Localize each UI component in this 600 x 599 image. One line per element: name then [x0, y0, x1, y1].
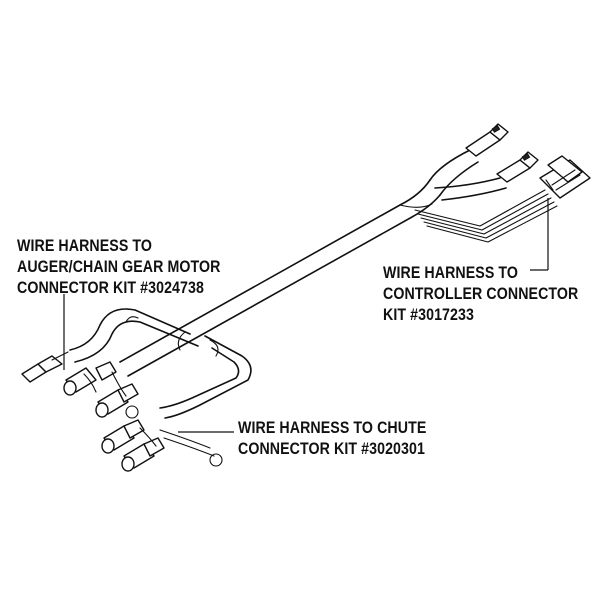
- chute-connector-callout: WIRE HARNESS TO CHUTE CONNECTOR KIT #302…: [238, 418, 426, 460]
- chute-callout-line-1: WIRE HARNESS TO CHUTE: [238, 419, 427, 437]
- harness-trunk: [119, 179, 441, 377]
- controller-callout-line-1: WIRE HARNESS TO: [383, 264, 519, 282]
- auger-connector-callout: WIRE HARNESS TO AUGER/CHAIN GEAR MOTOR C…: [17, 236, 220, 299]
- connector-top-2: [496, 151, 539, 183]
- auger-callout-line-1: WIRE HARNESS TO: [17, 237, 153, 255]
- auger-connectors: [63, 361, 139, 419]
- chute-connectors: [101, 419, 223, 472]
- auger-branch: [69, 308, 199, 363]
- connector-top-1: [465, 123, 509, 157]
- ribbon-bundle: [414, 189, 558, 243]
- small-plug: [21, 351, 69, 383]
- controller-callout-line-2: CONTROLLER CONNECTOR: [383, 285, 579, 303]
- upper-branches: [429, 149, 507, 201]
- auger-callout-line-2: AUGER/CHAIN GEAR MOTOR: [17, 258, 221, 276]
- controller-callout-line-3: KIT #3017233: [383, 306, 474, 324]
- controller-connector: [539, 155, 591, 199]
- chute-branch: [159, 335, 252, 419]
- chute-callout-line-2: CONNECTOR KIT #3020301: [238, 440, 425, 458]
- auger-callout-line-3: CONNECTOR KIT #3024738: [17, 279, 204, 297]
- controller-connector-callout: WIRE HARNESS TO CONTROLLER CONNECTOR KIT…: [383, 263, 578, 326]
